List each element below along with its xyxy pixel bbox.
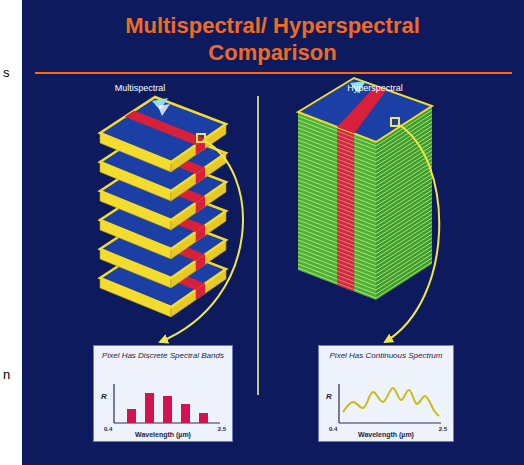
box-caption: Pixel Has Discrete Spectral Bands	[102, 351, 224, 360]
axis-label: R	[326, 392, 336, 401]
spectrum-plot	[319, 346, 453, 441]
tick-label: 0.4	[329, 426, 349, 433]
spectrum-box: Pixel Has Continuous SpectrumR 0.4Wavelen…	[318, 345, 454, 442]
axis-label: R	[101, 392, 111, 401]
spectrum-box: Pixel Has Discrete Spectral BandsR 0.4Wav…	[93, 345, 233, 442]
dark-panel	[22, 0, 524, 465]
page-fragment: n	[3, 368, 17, 383]
title-rule	[35, 72, 512, 74]
pixel-pointer	[160, 140, 243, 342]
pixel-pointer	[385, 124, 439, 342]
axis-title: Wavelength (µm)	[339, 431, 433, 439]
divider	[257, 96, 259, 395]
tick-label: 2.5	[427, 426, 447, 433]
tick-label: 2.5	[206, 426, 226, 433]
hyperspectral-stack	[298, 78, 432, 300]
column-heading: Hyperspectral	[325, 83, 425, 93]
multispectral-stack	[100, 97, 226, 317]
axis-title: Wavelength (µm)	[114, 431, 212, 439]
page-fragment: s	[3, 66, 17, 81]
tick-label: 0.4	[104, 426, 124, 433]
column-heading: Multispectral	[90, 83, 190, 93]
spectrum-plot	[94, 346, 232, 441]
box-caption: Pixel Has Continuous Spectrum	[327, 351, 445, 360]
slide-title: Multispectral/ Hyperspectral Comparison	[105, 12, 440, 66]
